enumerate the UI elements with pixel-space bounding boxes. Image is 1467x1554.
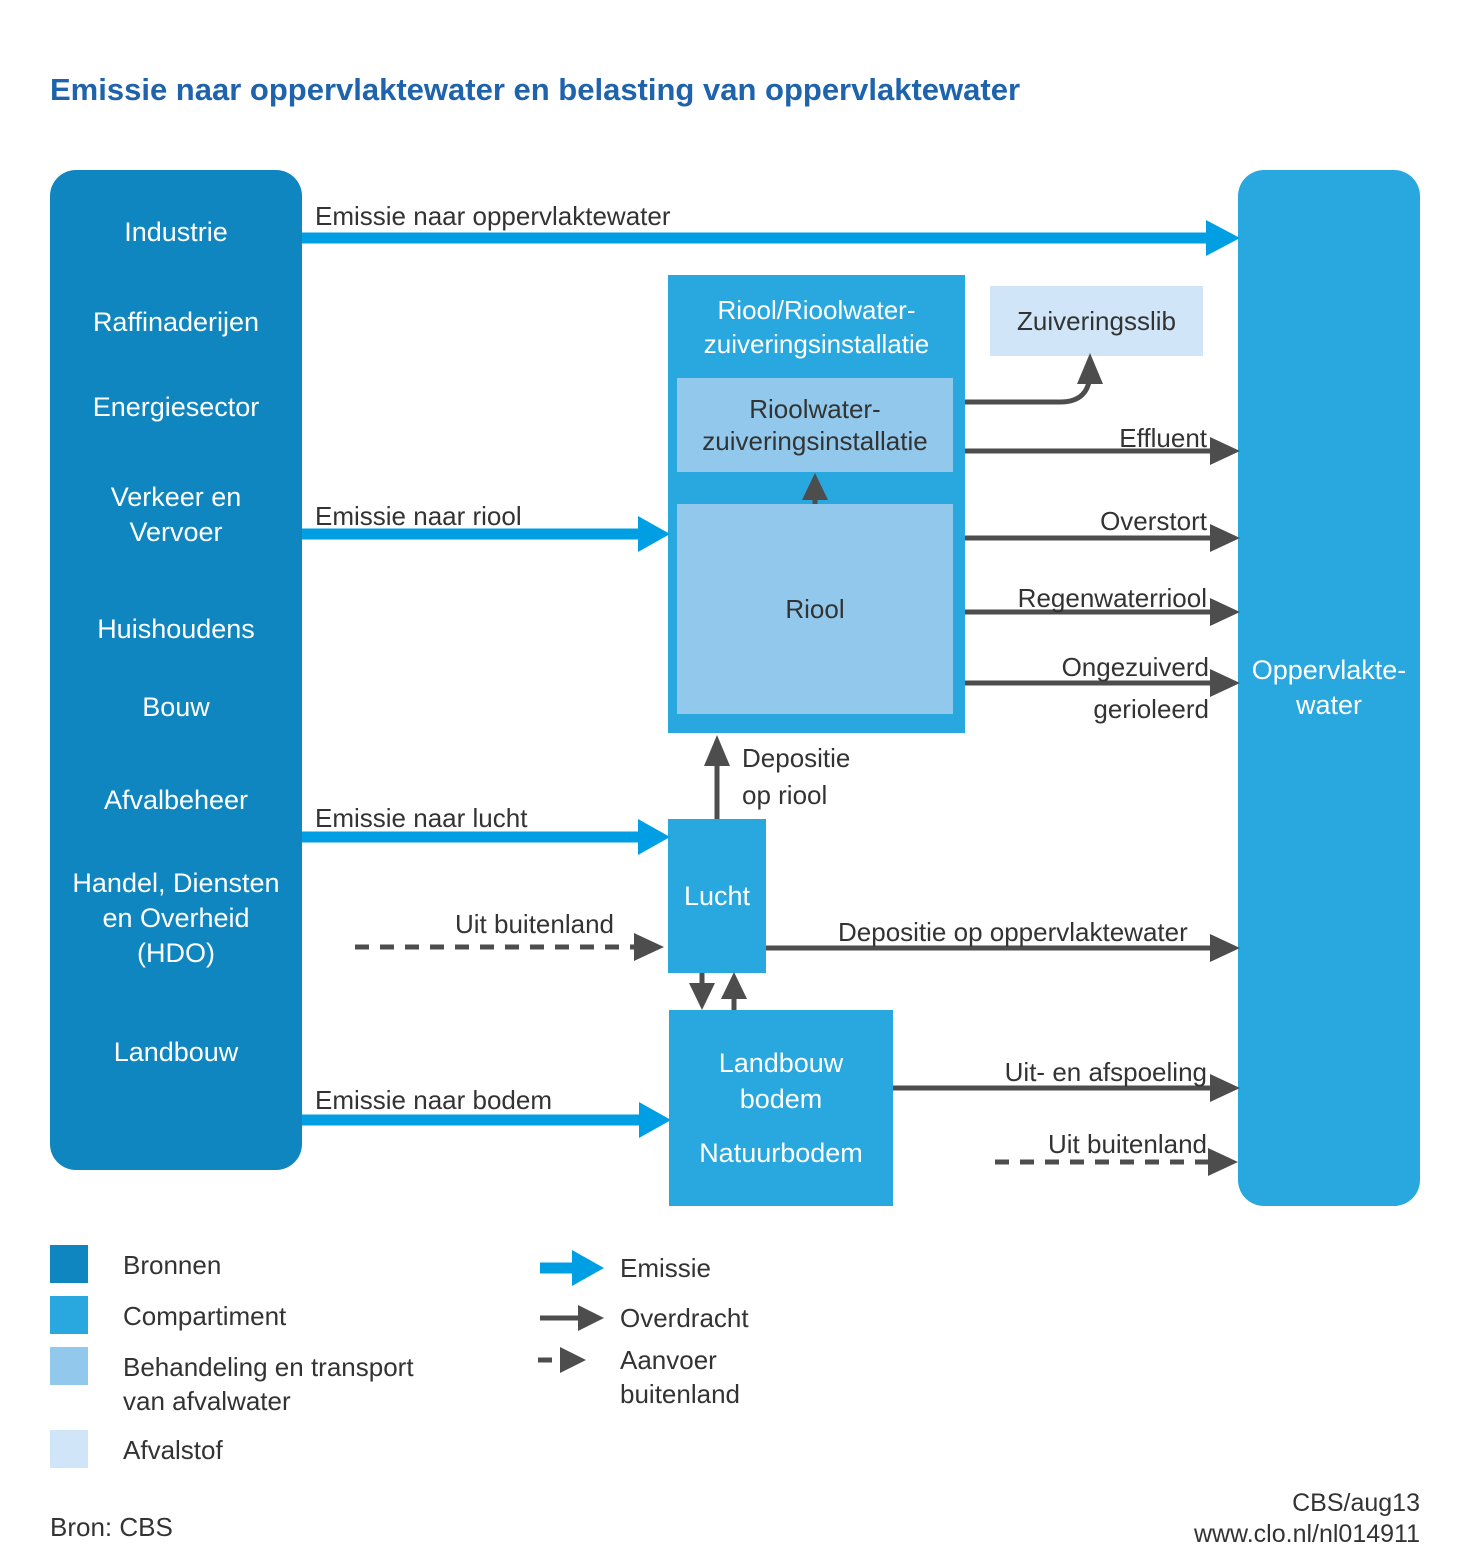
source-landbouw: Landbouw [113, 1037, 239, 1067]
legend-emissie-label: Emissie [620, 1253, 712, 1283]
arrow-head [1210, 934, 1240, 962]
label-effluent: Effluent [1119, 423, 1207, 453]
lucht-label: Lucht [683, 880, 751, 911]
sources-box: Industrie Raffinaderijen Energiesector V… [50, 170, 302, 1170]
source-hdo: Handel, Diensten en Overheid (HDO) [72, 868, 280, 968]
legend-behandeling-swatch [50, 1347, 88, 1385]
source-energiesector: Energiesector [92, 392, 260, 422]
arrow-lucht-to-bodem [689, 973, 715, 1010]
label-emissie-riool: Emissie naar riool [315, 501, 522, 531]
label-regenwaterriool: Regenwaterriool [1017, 583, 1207, 613]
oppervlaktewater-label: Oppervlakte- water [1251, 655, 1407, 720]
arrow-head [1208, 1148, 1238, 1176]
legend-overdracht-label: Overdracht [620, 1303, 749, 1333]
source-industrie: Industrie [124, 217, 228, 247]
legend-behandeling-label: Behandeling en transport van afvalwater [123, 1352, 414, 1416]
label-uit-en-afspoeling: Uit- en afspoeling [1004, 1057, 1207, 1087]
legend-aanvoer-buitenland-label: Aanvoer buitenland [620, 1345, 740, 1409]
arrow-head [578, 1305, 604, 1331]
legend-bronnen-swatch [50, 1245, 88, 1283]
bodem-box: Landbouw bodem Natuurbodem [669, 1010, 893, 1206]
label-depositie-op-oppervlaktewater: Depositie op oppervlaktewater [838, 917, 1188, 947]
source-huishoudens: Huishoudens [97, 614, 255, 644]
arrow-head [1210, 524, 1240, 552]
legend-afvalstof-label: Afvalstof [123, 1435, 223, 1465]
label-emissie-bodem: Emissie naar bodem [315, 1085, 552, 1115]
oppervlaktewater-box: Oppervlakte- water [1238, 170, 1420, 1206]
riool-label: Riool [785, 594, 845, 624]
arrow-head [1077, 353, 1103, 384]
legend-emissie-arrow-icon [540, 1250, 604, 1286]
arrow-head [639, 1102, 671, 1138]
source-afvalbeheer: Afvalbeheer [103, 785, 249, 815]
natuurbodem-label: Natuurbodem [699, 1138, 863, 1168]
arrow-head [1206, 220, 1240, 256]
legend-bronnen-label: Bronnen [123, 1250, 222, 1280]
source-bouw: Bouw [142, 692, 210, 722]
legend-overdracht-arrow-icon [540, 1305, 604, 1331]
label-emissie-oppervlaktewater: Emissie naar oppervlaktewater [315, 201, 671, 231]
publisher-credit-line1: CBS/aug13 [1292, 1489, 1420, 1517]
rwzi-box: Rioolwater- zuiveringsinstallatie [677, 378, 953, 472]
landbouwbodem-label: Landbouw bodem [718, 1048, 844, 1114]
page-title: Emissie naar oppervlaktewater en belasti… [50, 72, 1021, 107]
label-ongezuiverd-gerioleerd: Ongezuiverd gerioleerd [1061, 652, 1209, 724]
zuiveringsslib-box: Zuiveringsslib [990, 286, 1203, 356]
arrow-head [1210, 598, 1240, 626]
arrow-shaft [965, 371, 1093, 405]
arrow-head [634, 933, 664, 961]
label-uit-buitenland-lucht: Uit buitenland [455, 909, 614, 939]
label-depositie-op-riool: Depositie op riool [742, 743, 851, 810]
source-verkeer-en-vervoer: Verkeer en Vervoer [110, 482, 242, 547]
arrow-head [638, 819, 670, 855]
arrow-head [638, 516, 670, 552]
zuiveringsslib-label: Zuiveringsslib [1017, 306, 1176, 336]
riool-rwzi-title: Riool/Rioolwater- zuiveringsinstallatie [703, 295, 930, 359]
legend-afvalstof-swatch [50, 1430, 88, 1468]
legend-aanvoer-buitenland-arrow-icon [538, 1347, 586, 1373]
arrow-bodem-to-lucht [721, 972, 747, 1010]
arrow-head [560, 1347, 586, 1373]
arrow-head [1210, 437, 1240, 465]
arrow-head [1210, 669, 1240, 697]
legend-compartiment-label: Compartiment [123, 1301, 287, 1331]
arrow-head [572, 1250, 604, 1286]
source-raffinaderijen: Raffinaderijen [92, 307, 260, 337]
arrow-depositie-op-riool [704, 735, 730, 819]
arrow-head [721, 972, 747, 999]
riool-box: Riool [677, 504, 953, 714]
publisher-credit: CBS/aug13 www.clo.nl/nl014911 [1194, 1488, 1420, 1550]
arrow-head [1210, 1074, 1240, 1102]
rwzi-label: Rioolwater- zuiveringsinstallatie [702, 394, 928, 456]
arrow-head [689, 983, 715, 1010]
source-credit: Bron: CBS [50, 1512, 173, 1542]
arrow-rwzi-to-zuiveringsslib [965, 353, 1103, 405]
legend-compartiment-swatch [50, 1296, 88, 1334]
arrow-head [704, 735, 730, 766]
label-overstort: Overstort [1100, 506, 1207, 536]
label-emissie-lucht: Emissie naar lucht [315, 803, 528, 833]
publisher-credit-line2: www.clo.nl/nl014911 [1193, 1520, 1420, 1548]
lucht-box: Lucht [668, 819, 766, 973]
label-uit-buitenland-water: Uit buitenland [1048, 1129, 1207, 1159]
